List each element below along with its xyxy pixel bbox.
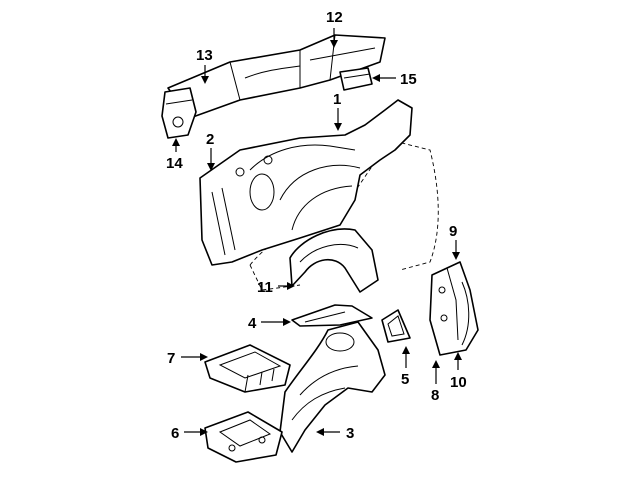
- part-8-9-10-quarter-panel: [429, 261, 479, 356]
- callout-14: 14: [166, 155, 183, 172]
- callout-11: 11: [257, 279, 273, 296]
- part-15-block: [339, 67, 373, 91]
- callout-2: 2: [206, 131, 214, 148]
- part-1-2-apron: [199, 99, 413, 266]
- callout-15: 15: [400, 71, 417, 88]
- part-6-tray: [204, 411, 283, 463]
- callout-labels: 12 13 15 1 2 14 9 11 4 7 5 8 10 3 6: [166, 9, 467, 442]
- part-3-wheelhouse: [279, 321, 386, 453]
- part-7-tray: [204, 344, 291, 393]
- part-12-13-upper-rail: [167, 34, 386, 119]
- fender-outline: [249, 139, 439, 291]
- part-11-liner: [289, 228, 379, 293]
- callout-6: 6: [171, 425, 179, 442]
- part-4-panel: [291, 304, 373, 327]
- callout-3: 3: [346, 425, 354, 442]
- part-5-bracket: [381, 309, 411, 343]
- callout-1: 1: [333, 91, 341, 108]
- callout-9: 9: [449, 223, 457, 240]
- callout-12: 12: [326, 9, 343, 26]
- callout-4: 4: [248, 315, 257, 332]
- callout-7: 7: [167, 350, 175, 367]
- callout-8: 8: [431, 387, 439, 404]
- callout-10: 10: [450, 374, 467, 391]
- callout-13: 13: [196, 47, 213, 64]
- callout-5: 5: [401, 371, 409, 388]
- part-14-bracket: [161, 87, 197, 139]
- leader-lines: [172, 28, 462, 436]
